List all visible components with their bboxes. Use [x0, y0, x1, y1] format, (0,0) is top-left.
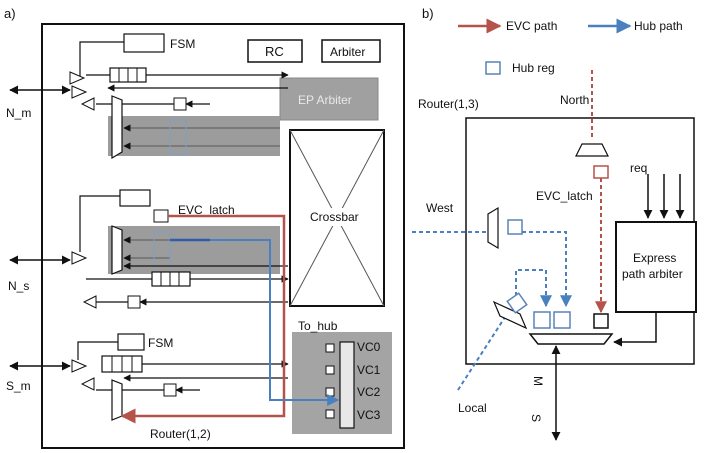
vc-stack: [339, 341, 355, 429]
express-label-1: Express: [633, 251, 676, 265]
s-m-tri-1: [71, 359, 88, 373]
legend-hub-label: Hub path: [634, 19, 683, 33]
local-hub-line: [457, 299, 517, 391]
router-1-3-label: Router(1,3): [418, 97, 479, 111]
express-label-2: path arbiter: [622, 267, 683, 281]
n-m-demux: [111, 95, 123, 160]
n-m-hub-reg: [169, 119, 187, 155]
n-m-port: N_m FSM: [6, 33, 289, 160]
vc2-label: VC2: [357, 385, 381, 399]
local-hub-reg: [506, 292, 528, 314]
router-frame-a: [41, 23, 405, 449]
n-m-small-reg: [173, 97, 187, 111]
legend-hub-reg-box: [485, 61, 501, 75]
legend-evc-label: EVC path: [506, 19, 557, 33]
evc-latch-box: [153, 209, 169, 223]
n-s-gray-region: [108, 226, 280, 274]
evc-path-a: [120, 214, 286, 424]
panel-a-tag: a): [4, 6, 16, 21]
n-s-tri-1: [71, 251, 88, 265]
s-m-fsm-wire: [77, 341, 118, 360]
m-label: M: [531, 376, 545, 386]
vc1-label: VC1: [357, 363, 381, 377]
crossbar-label-bg: [306, 208, 368, 226]
mux-hub-reg-2: [553, 311, 571, 329]
ep-arbiter-label: EP Arbiter: [298, 93, 352, 107]
n-s-fsm-box: [119, 189, 151, 207]
north-evc-latch: [593, 165, 609, 179]
local-label: Local: [458, 401, 487, 415]
n-m-tri-3: [80, 97, 95, 111]
n-m-gray-region: [108, 116, 280, 156]
output-mux: [528, 333, 614, 345]
local-demux: [492, 300, 528, 330]
vc1-marker: [325, 365, 335, 375]
vc3-label: VC3: [357, 408, 381, 422]
s-m-label: S_m: [6, 379, 31, 393]
west-hub-path: [522, 231, 572, 308]
s-m-port: S_m FSM: [6, 333, 289, 421]
fsm-bottom-label: FSM: [148, 336, 173, 350]
panel-a: a) EP Arbiter RC Arbiter Crossbar N_m FS…: [4, 6, 405, 449]
hub-path-a: [210, 239, 340, 406]
n-s-port: N_s EVC_latch: [8, 189, 289, 309]
ep-arbiter-region: [279, 77, 379, 121]
west-hub-reg: [507, 219, 523, 235]
n-s-label: N_s: [8, 279, 29, 293]
north-label: North: [560, 93, 589, 107]
req-label: req: [630, 161, 647, 175]
n-m-tri-2: [71, 85, 88, 99]
vc2-marker: [325, 387, 335, 397]
legend-hub-reg-label: Hub reg: [512, 61, 555, 75]
arbiter-box: [321, 39, 381, 63]
fsm-top-box: [123, 33, 165, 53]
to-hub-label: To_hub: [298, 319, 338, 333]
evc-latch-label: EVC_latch: [178, 203, 235, 217]
s-m-tri-2: [80, 377, 95, 391]
north-demux: [575, 143, 609, 157]
rc-label: RC: [265, 44, 284, 59]
rc-box: [247, 39, 303, 63]
s-label: S: [529, 414, 543, 422]
vc0-marker: [325, 343, 335, 353]
vc3-marker: [325, 409, 335, 419]
n-s-small-reg: [127, 295, 141, 309]
n-s-fsm-wire: [79, 195, 120, 252]
local-hub-loop: [515, 269, 552, 308]
fsm-bottom-box: [117, 333, 145, 351]
n-s-demux: [111, 225, 123, 275]
arbiter-label: Arbiter: [330, 45, 365, 59]
router-1-2-label: Router(1,2): [150, 427, 211, 441]
evc-latch-label-b: EVC_latch: [536, 189, 593, 203]
west-demux: [487, 206, 499, 250]
n-s-buffer: [151, 271, 191, 287]
panel-b: b) EVC path Hub path Hub reg Router(1,3)…: [412, 6, 697, 441]
panel-b-tag: b): [422, 6, 434, 21]
mux-evc-reg: [593, 313, 609, 329]
s-m-demux: [111, 379, 123, 421]
s-m-small-reg: [163, 383, 177, 397]
n-m-label: N_m: [6, 106, 31, 120]
vc0-label: VC0: [357, 340, 381, 354]
n-s-tri-2: [82, 295, 97, 309]
west-label: West: [426, 201, 454, 215]
fsm-top-label: FSM: [170, 37, 195, 51]
arbiter-feedback: [613, 312, 657, 347]
mux-hub-reg-1: [533, 311, 551, 329]
n-m-tri-1: [69, 71, 86, 85]
crossbar-label: Crossbar: [310, 210, 359, 224]
n-m-fsm-wire: [79, 41, 124, 78]
